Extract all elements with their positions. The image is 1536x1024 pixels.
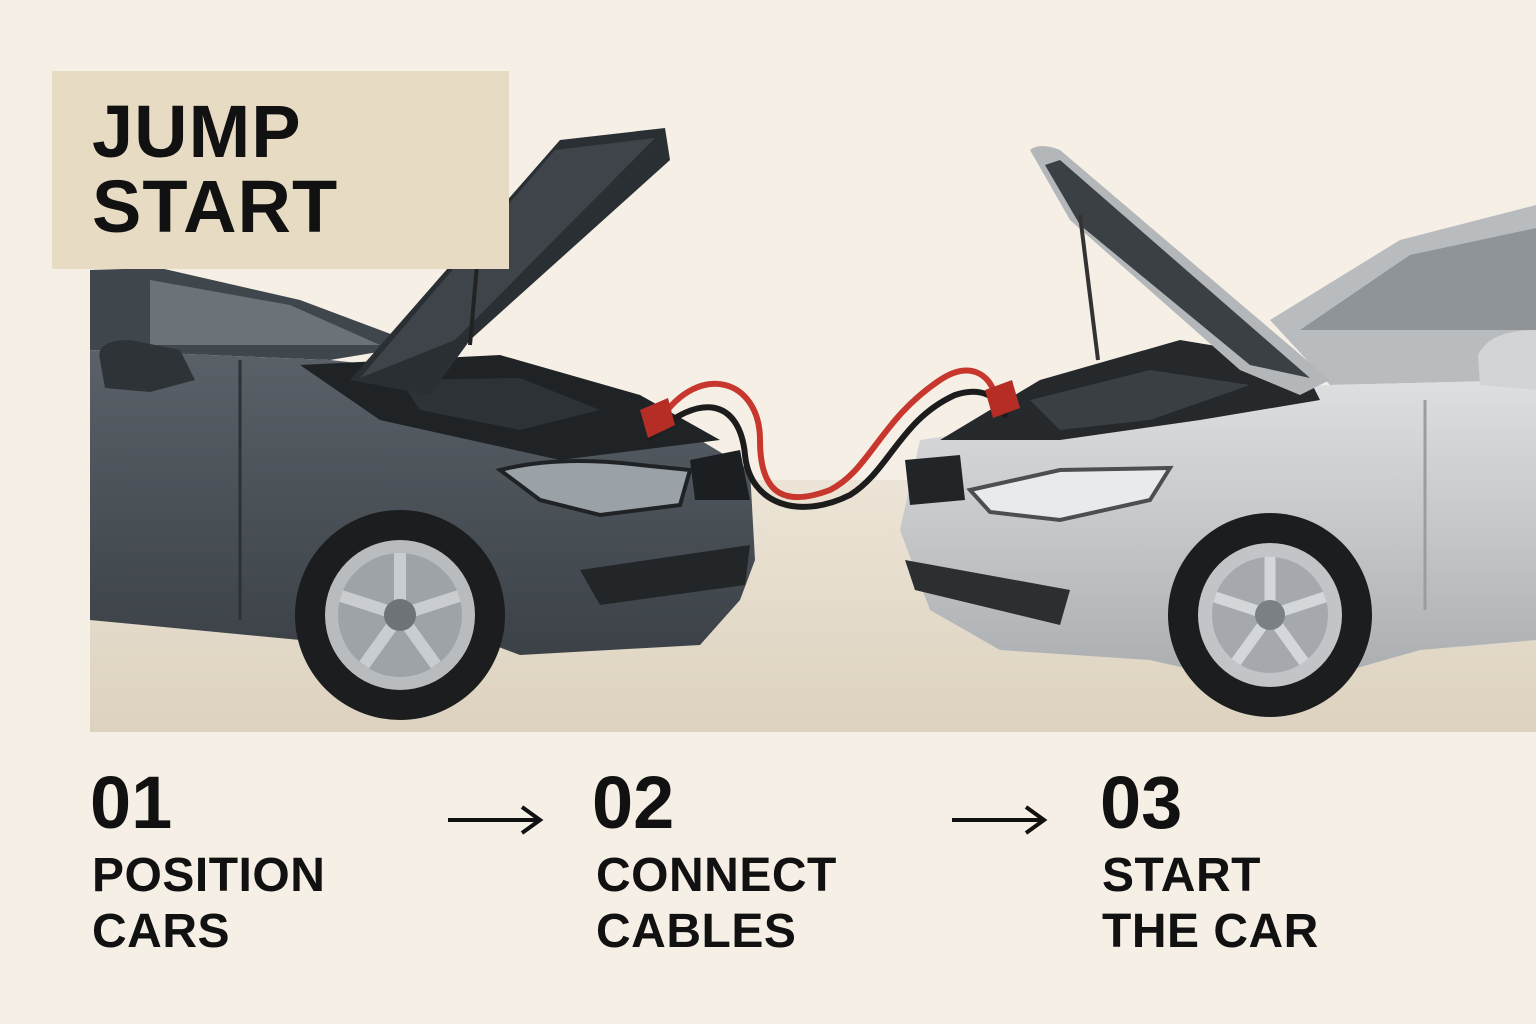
title-box: JUMP START bbox=[52, 71, 509, 269]
arrow-right-icon bbox=[952, 805, 1048, 835]
step-2-number: 02 bbox=[592, 761, 675, 844]
step-3-number: 03 bbox=[1100, 761, 1183, 844]
step-1-label-line-2: CARS bbox=[92, 905, 231, 958]
step-1-number: 01 bbox=[90, 761, 173, 844]
arrow-right-icon bbox=[448, 805, 544, 835]
step-1-label-line-1: POSITION bbox=[92, 849, 326, 902]
step-3-label-line-2: THE CAR bbox=[1102, 905, 1319, 958]
title-line-2: START bbox=[92, 165, 339, 248]
step-2-label-line-1: CONNECT bbox=[596, 849, 837, 902]
step-3-label-line-1: START bbox=[1102, 849, 1261, 902]
step-2-label-line-2: CABLES bbox=[596, 905, 797, 958]
silver-car bbox=[900, 146, 1536, 717]
title-line-1: JUMP bbox=[92, 90, 302, 173]
jumper-cables bbox=[640, 367, 1020, 510]
